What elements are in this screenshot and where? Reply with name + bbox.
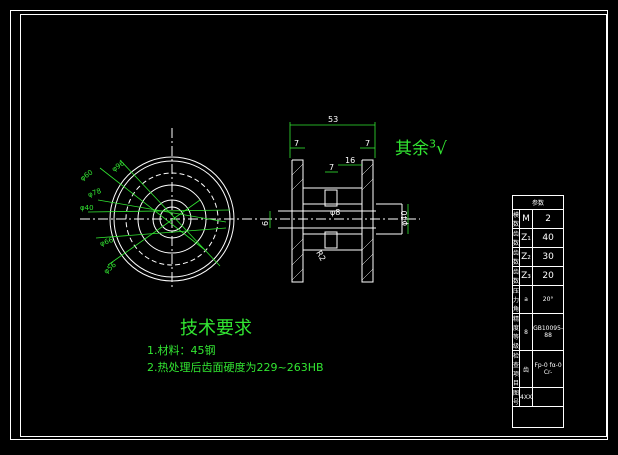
dim-overall-width: 53 [328, 115, 338, 124]
dim-hub-step: 16 [345, 156, 355, 165]
outer-frame [10, 10, 608, 440]
requirement-material: 1.材料：45钢 [147, 344, 216, 357]
dim-rim-left: 7 [294, 139, 299, 148]
diam-label-1: φ96 [110, 159, 126, 174]
roughness-icon: √ [436, 139, 447, 159]
param-table-blank [511, 406, 565, 428]
technical-requirements-title: 技术要求 [180, 318, 252, 339]
dim-rim-right: 7 [365, 139, 370, 148]
param-symbol: Z₁ [519, 228, 534, 248]
param-label: 检查项目 [511, 350, 521, 388]
param-value: GB10095-88 [532, 313, 565, 351]
param-symbol: Z₃ [519, 266, 534, 286]
param-symbol: a [519, 285, 534, 314]
param-value: 20 [532, 266, 565, 286]
section-hatch [291, 163, 374, 281]
param-value: 40 [532, 228, 565, 248]
diam-label-6: φ56 [102, 260, 118, 275]
surface-finish-note: 其余3√ [395, 134, 447, 159]
dim-radius: R2 [314, 249, 327, 263]
param-label: 精度等级 [511, 313, 521, 351]
surface-finish-value: 3 [429, 137, 436, 151]
param-value: 30 [532, 247, 565, 267]
param-label: 齿数 [511, 266, 521, 286]
inner-frame [20, 14, 607, 437]
param-value: 20° [532, 285, 565, 314]
param-table-header: 参数 [511, 195, 565, 210]
param-symbol: 8 [519, 313, 534, 351]
param-label: 模数 [511, 209, 521, 229]
dim-hub-offset: 7 [329, 163, 334, 172]
param-symbol: 4XX [519, 387, 534, 407]
front-view [80, 128, 262, 290]
surface-finish-text: 其余 [395, 139, 429, 159]
param-value: 2 [532, 209, 565, 229]
diam-label-4: φ40 [80, 204, 94, 212]
param-label: 压力角 [511, 285, 521, 314]
param-label: 齿数 [511, 228, 521, 248]
diam-label-2: φ60 [79, 168, 95, 182]
dim-left-small: 6 [261, 221, 270, 226]
param-label: 齿数 [511, 247, 521, 267]
param-value: Fp-0 fα-0 Cr- [532, 350, 565, 388]
dim-shaft: φ40 [400, 211, 409, 226]
param-symbol: Z₂ [519, 247, 534, 267]
param-label: 图号 [511, 387, 521, 407]
param-symbol: 齿 [519, 350, 534, 388]
param-symbol: M [519, 209, 534, 229]
requirement-heat-treatment: 2.热处理后齿面硬度为229~263HB [147, 361, 324, 374]
dim-bore: φ8 [330, 208, 340, 217]
section-view [262, 159, 420, 283]
param-value [532, 387, 565, 407]
diam-label-3: φ78 [87, 187, 102, 199]
